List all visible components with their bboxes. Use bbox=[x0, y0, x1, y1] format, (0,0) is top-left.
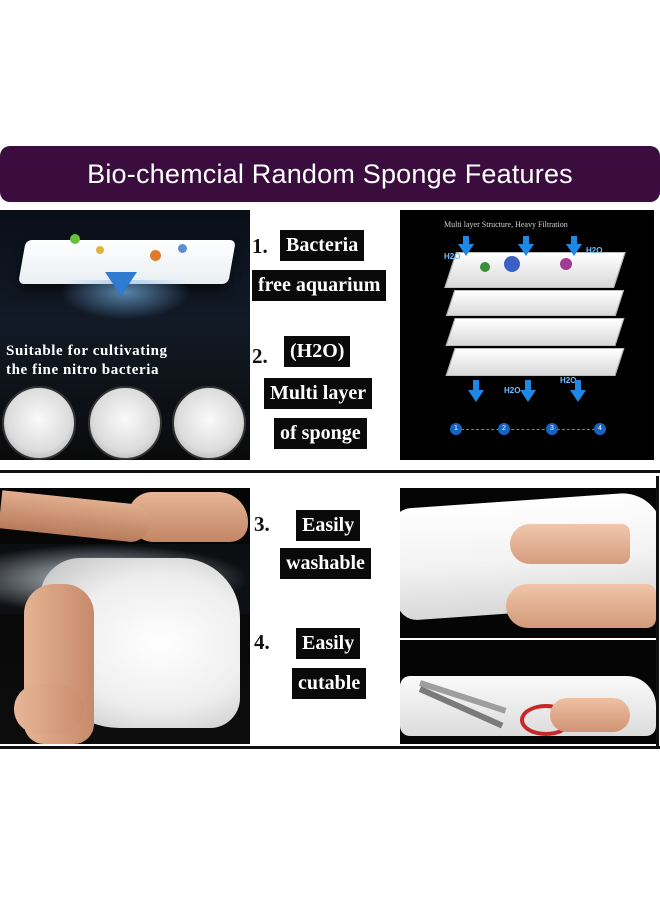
step-line bbox=[456, 429, 600, 430]
h2o-label: H2O bbox=[504, 386, 521, 395]
down-arrow-icon bbox=[570, 390, 586, 402]
down-arrow-icon bbox=[566, 244, 582, 256]
bacteria-icon bbox=[96, 246, 104, 254]
bacteria-icon bbox=[560, 258, 572, 270]
sponge-closeup-photo bbox=[172, 386, 246, 460]
arrow-stem bbox=[525, 380, 531, 392]
step-dot: 2 bbox=[498, 423, 510, 435]
feature-number: 4. bbox=[254, 630, 270, 654]
h2o-label: H2O bbox=[444, 252, 461, 261]
bacteria-icon bbox=[480, 262, 490, 272]
bacteria-caption: Suitable for cultivating the fine nitro … bbox=[6, 342, 246, 380]
feature-label: free aquarium bbox=[252, 270, 387, 301]
feature-label: of sponge bbox=[274, 418, 367, 449]
bacteria-icon bbox=[504, 256, 520, 272]
down-arrow-icon bbox=[105, 272, 137, 296]
section-divider bbox=[0, 470, 660, 473]
arrow-stem bbox=[575, 380, 581, 392]
caption-line: the fine nitro bacteria bbox=[6, 362, 160, 378]
cutting-sponge-photo bbox=[400, 640, 656, 744]
arrow-stem bbox=[571, 236, 577, 246]
sponge-closeup-photo bbox=[88, 386, 162, 460]
hand bbox=[510, 524, 630, 564]
step-dot: 3 bbox=[546, 423, 558, 435]
h2o-label: H2O bbox=[560, 376, 577, 385]
multi-layer-diagram: Multi layer Structure, Heavy Filtration … bbox=[400, 210, 654, 460]
arrow-stem bbox=[523, 236, 529, 246]
bacteria-icon bbox=[150, 250, 161, 261]
feature-label: Easily bbox=[296, 510, 361, 541]
washing-sponge-photo bbox=[0, 488, 250, 744]
feature-number: 2. bbox=[252, 344, 268, 368]
down-arrow-icon bbox=[468, 390, 484, 402]
bacteria-icon bbox=[70, 234, 80, 244]
right-border bbox=[656, 476, 659, 748]
bacteria-icon bbox=[178, 244, 187, 253]
sponge-layer bbox=[445, 290, 625, 316]
sponge-layer bbox=[445, 318, 625, 346]
down-arrow-icon bbox=[520, 390, 536, 402]
sponge-closeup-photo bbox=[2, 386, 76, 460]
bottom-divider bbox=[0, 746, 660, 749]
feature-number: 3. bbox=[254, 512, 270, 536]
arrow-stem bbox=[473, 380, 479, 392]
hands-sponge-photo bbox=[400, 488, 656, 638]
feature-label: Easily bbox=[296, 628, 361, 659]
feature-number: 1. bbox=[252, 234, 268, 258]
hand bbox=[14, 684, 84, 734]
diagram-header: Multi layer Structure, Heavy Filtration bbox=[444, 220, 568, 229]
arm bbox=[0, 490, 152, 544]
feature-label: washable bbox=[280, 548, 371, 579]
step-dot: 4 bbox=[594, 423, 606, 435]
feature-label: Multi layer bbox=[264, 378, 373, 409]
sponge-layer bbox=[444, 252, 626, 288]
step-dot: 1 bbox=[450, 423, 462, 435]
caption-line: Suitable for cultivating bbox=[6, 343, 168, 359]
h2o-label: H2O bbox=[586, 246, 603, 255]
sponge-layer bbox=[445, 348, 625, 376]
hand bbox=[506, 584, 656, 628]
feature-label: (H2O) bbox=[284, 336, 351, 367]
banner-title: Bio-chemcial Random Sponge Features bbox=[87, 158, 573, 189]
feature-label: Bacteria bbox=[280, 230, 365, 261]
feature-label: cutable bbox=[292, 668, 367, 699]
down-arrow-icon bbox=[458, 244, 474, 256]
arrow-stem bbox=[463, 236, 469, 246]
sponge-bacteria-photo: Suitable for cultivating the fine nitro … bbox=[0, 210, 250, 460]
hand bbox=[550, 698, 630, 732]
title-banner: Bio-chemcial Random Sponge Features bbox=[0, 146, 660, 202]
down-arrow-icon bbox=[518, 244, 534, 256]
